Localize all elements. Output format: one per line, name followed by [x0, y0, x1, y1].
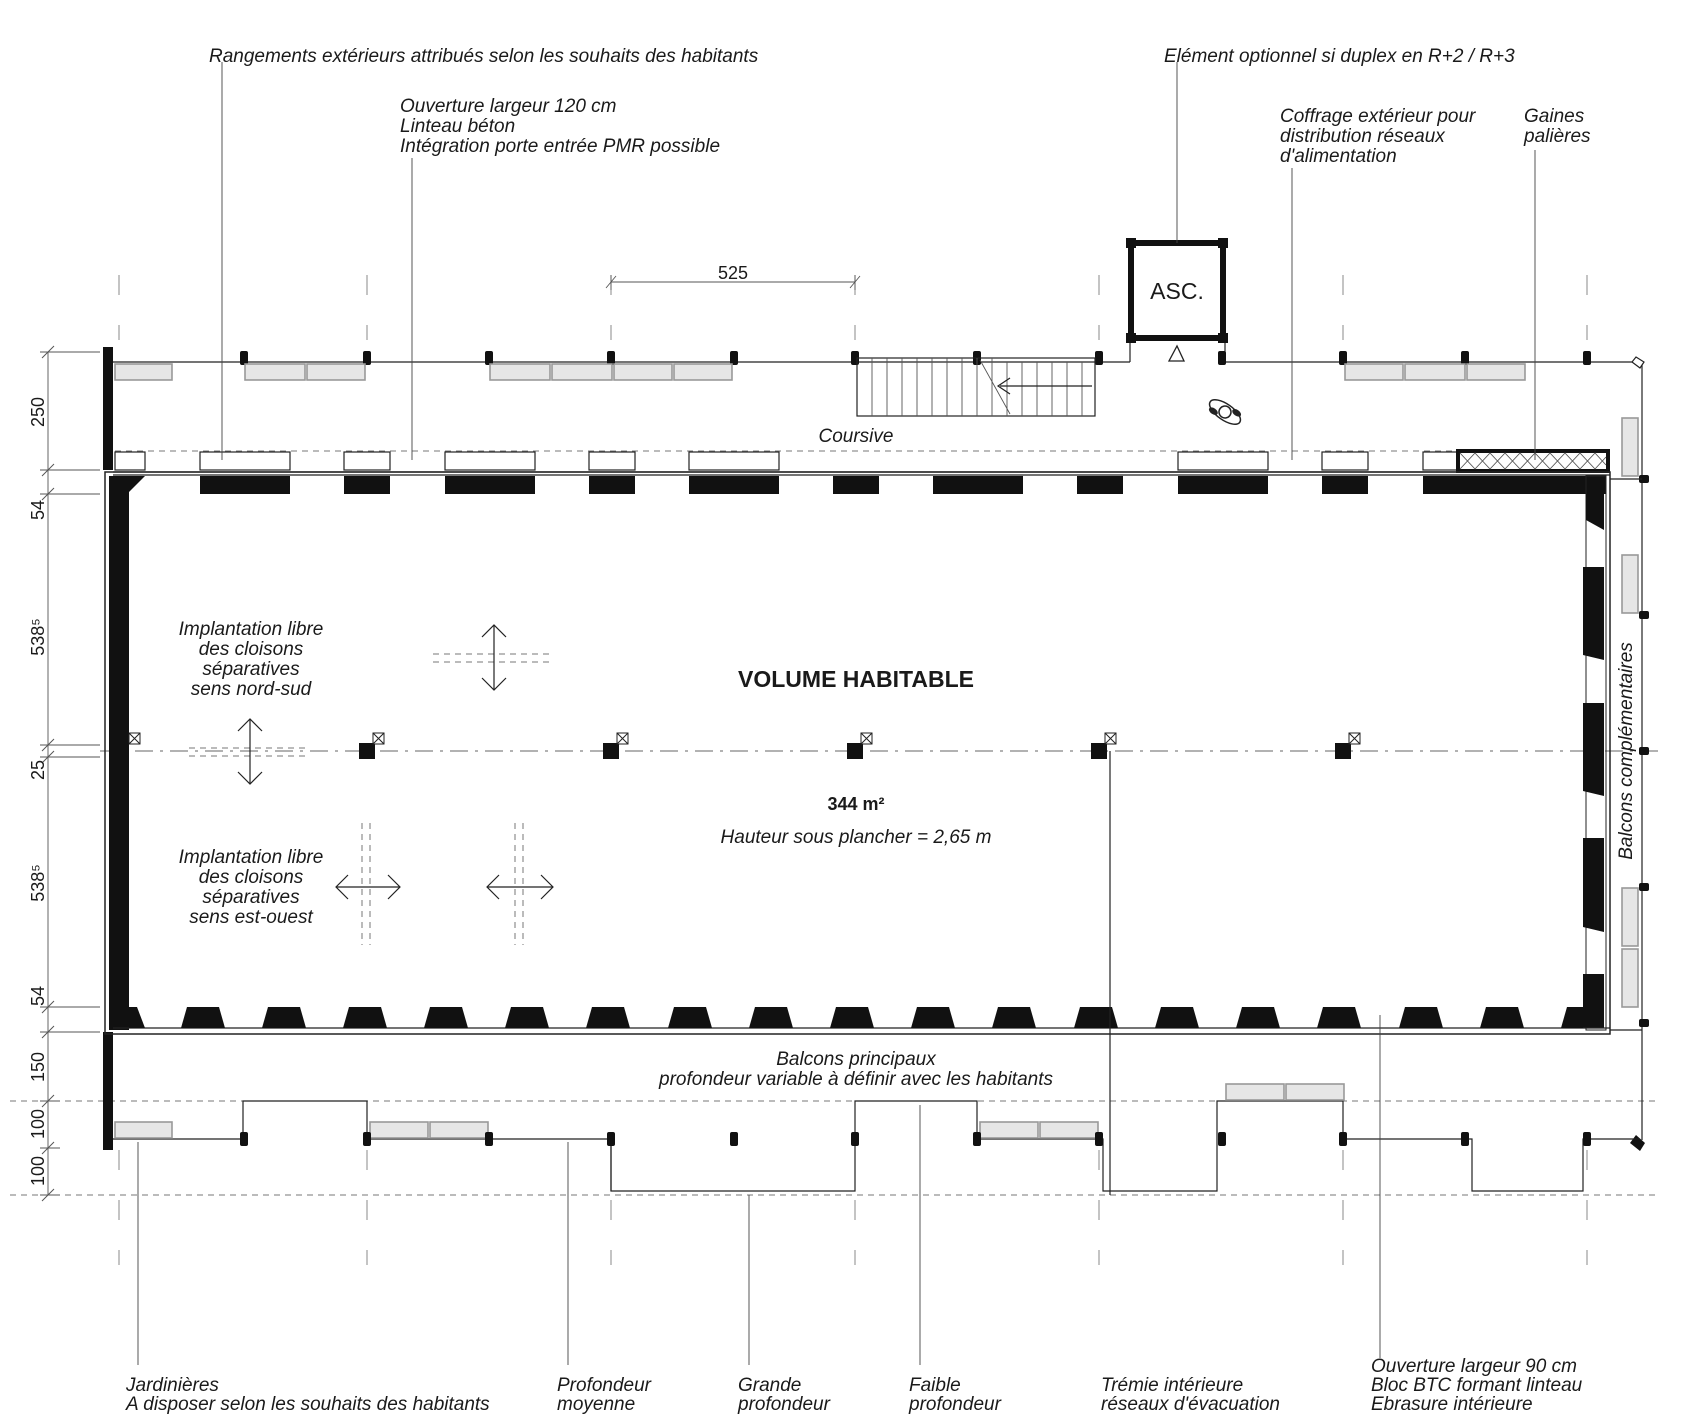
leader-lines: [137, 62, 1536, 1365]
annotation-labels: Rangements extérieurs attribués selon le…: [125, 46, 1637, 1415]
dimension-54-bottom: 54: [28, 986, 48, 1006]
label-main-balconies-line1: Balcons principaux: [776, 1049, 937, 1070]
label-opening-90-line3: Ebrasure intérieure: [1371, 1394, 1533, 1415]
label-opening-120-line1: Ouverture largeur 120 cm: [400, 96, 617, 117]
label-depth-medium-line1: Profondeur: [557, 1375, 652, 1396]
label-partitions-ns-line4: sens nord-sud: [191, 679, 313, 700]
label-partitions-eo-line2: des cloisons: [199, 867, 304, 888]
label-partitions-eo-line1: Implantation libre: [179, 847, 324, 868]
staircase: [856, 357, 1096, 417]
person-icon: [1208, 399, 1242, 425]
dimension-538-top: 538⁵: [28, 618, 48, 656]
dimension-bay: 525: [718, 263, 748, 283]
label-shaft-line2: réseaux d'évacuation: [1101, 1394, 1280, 1415]
label-formwork-line2: distribution réseaux: [1280, 126, 1446, 147]
building-envelope: [103, 347, 1611, 1150]
label-depth-large-line1: Grande: [738, 1375, 801, 1396]
label-partitions-ns-line1: Implantation libre: [179, 619, 324, 640]
structural-grid: [10, 275, 1660, 1265]
dimension-150: 150: [28, 1052, 48, 1082]
label-main-balconies-line2: profondeur variable à définir avec les h…: [658, 1069, 1053, 1090]
label-ceiling-height: Hauteur sous plancher = 2,65 m: [721, 827, 992, 848]
label-extra-balconies: Balcons complémentaires: [1616, 642, 1637, 860]
partition-arrows: [189, 624, 554, 945]
dimension-538-bottom: 538⁵: [28, 864, 48, 902]
label-opening-120-line2: Linteau béton: [400, 116, 515, 137]
label-formwork-line3: d'alimentation: [1280, 146, 1397, 167]
dimension-250: 250: [28, 397, 48, 427]
label-depth-small-line2: profondeur: [908, 1394, 1002, 1415]
dimension-lines: 525 250 54 538⁵ 25 538⁵ 54 150 100 100: [28, 263, 861, 1202]
extra-balconies: [1610, 356, 1649, 1151]
label-depth-small-line1: Faible: [909, 1375, 961, 1396]
label-partitions-ns-line3: séparatives: [202, 659, 300, 680]
label-landing-ducts-line2: palières: [1523, 126, 1591, 147]
label-partitions-eo-line3: séparatives: [202, 887, 300, 908]
label-partitions-eo-line4: sens est-ouest: [189, 907, 313, 928]
label-walkway: Coursive: [819, 426, 894, 447]
dimension-100-a: 100: [28, 1109, 48, 1139]
dimension-54-top: 54: [28, 500, 48, 520]
label-optional-element: Elément optionnel si duplex en R+2 / R+3: [1164, 46, 1515, 67]
label-opening-90-line2: Bloc BTC formant linteau: [1371, 1375, 1583, 1396]
label-area: 344 m²: [827, 794, 884, 814]
elevator-shaft: [1126, 238, 1228, 362]
label-depth-large-line2: profondeur: [737, 1394, 831, 1415]
label-opening-90-line1: Ouverture largeur 90 cm: [1371, 1356, 1577, 1377]
label-planters-line2: A disposer selon les souhaits des habita…: [125, 1394, 490, 1415]
label-formwork-line1: Coffrage extérieur pour: [1280, 106, 1476, 127]
label-shaft-line1: Trémie intérieure: [1101, 1375, 1243, 1396]
label-planters-line1: Jardinières: [125, 1375, 219, 1396]
label-partitions-ns-line2: des cloisons: [199, 639, 304, 660]
dimension-100-b: 100: [28, 1156, 48, 1186]
label-depth-medium-line2: moyenne: [557, 1394, 635, 1415]
label-landing-ducts-line1: Gaines: [1524, 106, 1585, 127]
columns: [128, 732, 1361, 1195]
label-elevator: ASC.: [1150, 278, 1204, 304]
label-living-volume: VOLUME HABITABLE: [738, 666, 974, 692]
label-opening-120-line3: Intégration porte entrée PMR possible: [400, 136, 720, 157]
label-storage: Rangements extérieurs attribués selon le…: [209, 46, 759, 67]
main-balconies: [113, 1083, 1640, 1192]
dimension-25: 25: [28, 760, 48, 780]
walkway-zone: [103, 238, 1640, 473]
